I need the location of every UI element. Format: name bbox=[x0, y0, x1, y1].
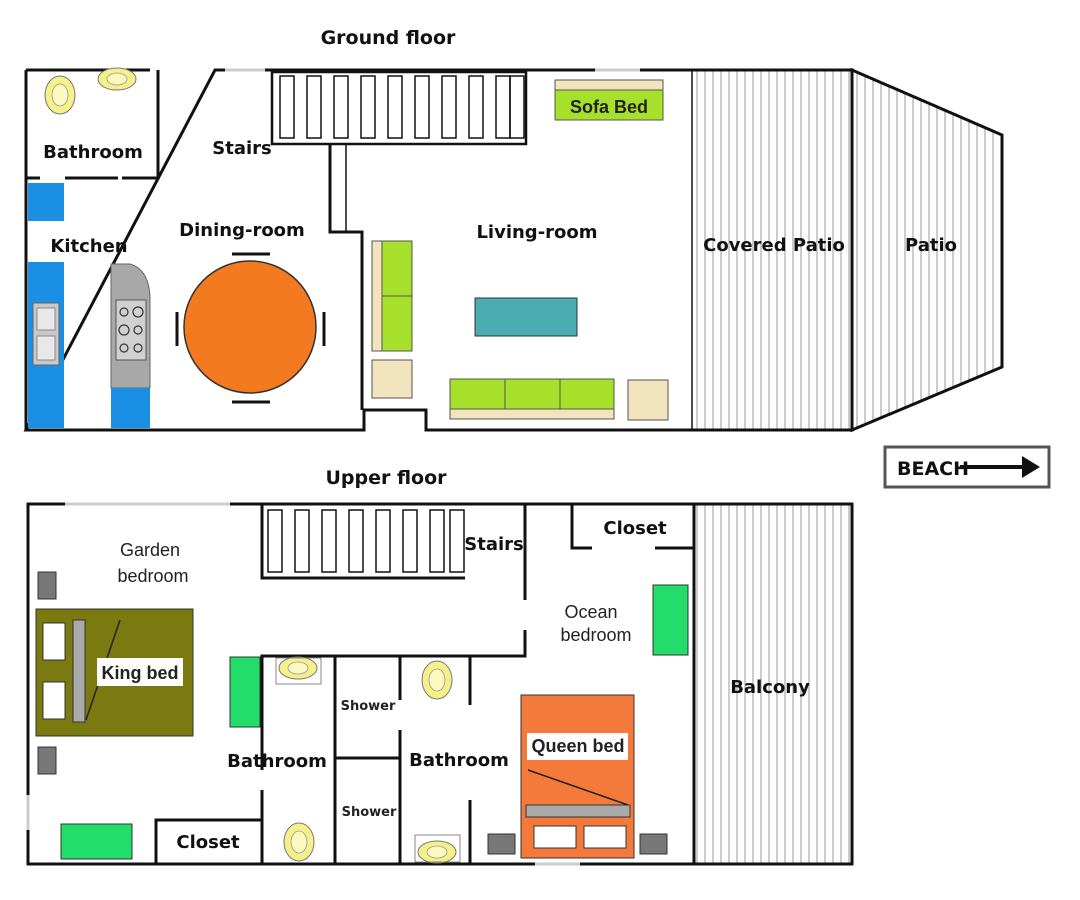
label-living-room: Living-room bbox=[476, 222, 597, 243]
beach-sign: BEACH bbox=[883, 445, 1051, 489]
ground-floor-heading: Ground floor bbox=[321, 27, 456, 49]
label-bathroom-right: Bathroom bbox=[409, 750, 509, 771]
beach-label: BEACH bbox=[897, 458, 969, 480]
kitchen-counter-top bbox=[28, 183, 64, 221]
ground-floor-plan: Bathroom Stairs Kitchen Dining-room Livi… bbox=[23, 67, 1004, 433]
sofa-bottom-seat-1 bbox=[449, 378, 506, 410]
label-patio: Patio bbox=[905, 235, 957, 256]
side-table-right bbox=[627, 379, 669, 421]
label-ocean-line1: Ocean bbox=[564, 602, 617, 622]
ground-stairs-steps bbox=[279, 75, 525, 139]
label-queen-bed: Queen bed bbox=[531, 736, 624, 756]
label-garden-line2: bedroom bbox=[117, 566, 188, 586]
dining-table bbox=[183, 260, 317, 394]
sofa-left-seat-2 bbox=[381, 295, 413, 352]
upper-floor-plan: Garden bedroom King bed Stairs Closet Oc… bbox=[26, 502, 854, 866]
covered-patio-area bbox=[692, 70, 852, 430]
ocean-dresser bbox=[652, 584, 689, 656]
garden-dresser bbox=[60, 823, 133, 860]
label-closet-bottom: Closet bbox=[176, 832, 240, 853]
label-sofa-bed: Sofa Bed bbox=[570, 97, 648, 117]
bathroom-vanity bbox=[229, 656, 261, 728]
label-ocean-line2: bedroom bbox=[560, 625, 631, 645]
sofa-bottom-seat-2 bbox=[504, 378, 561, 410]
label-ground-stairs: Stairs bbox=[212, 138, 271, 159]
side-table-left bbox=[371, 359, 413, 399]
label-bathroom-left: Bathroom bbox=[227, 751, 327, 772]
sofa-left-seat-1 bbox=[381, 240, 413, 297]
coffee-table bbox=[474, 297, 578, 337]
label-dining-room: Dining-room bbox=[179, 220, 305, 241]
label-garden-line1: Garden bbox=[120, 540, 180, 560]
label-closet-top: Closet bbox=[603, 518, 667, 539]
label-shower-top: Shower bbox=[341, 699, 396, 714]
label-king-bed: King bed bbox=[102, 663, 179, 683]
upper-floor-heading: Upper floor bbox=[325, 467, 447, 489]
label-upper-stairs: Stairs bbox=[464, 534, 523, 555]
upper-stairs-steps bbox=[267, 509, 465, 573]
sofa-bottom-seat-3 bbox=[559, 378, 615, 410]
label-ground-bathroom: Bathroom bbox=[43, 142, 143, 163]
label-shower-bottom: Shower bbox=[342, 805, 397, 820]
stove-icon bbox=[115, 299, 147, 361]
label-covered-patio: Covered Patio bbox=[703, 235, 845, 256]
label-kitchen: Kitchen bbox=[50, 236, 127, 257]
sofa-bed bbox=[554, 89, 664, 121]
label-balcony: Balcony bbox=[730, 677, 810, 698]
arrow-right-icon bbox=[1022, 456, 1040, 478]
balcony-area bbox=[694, 504, 852, 864]
